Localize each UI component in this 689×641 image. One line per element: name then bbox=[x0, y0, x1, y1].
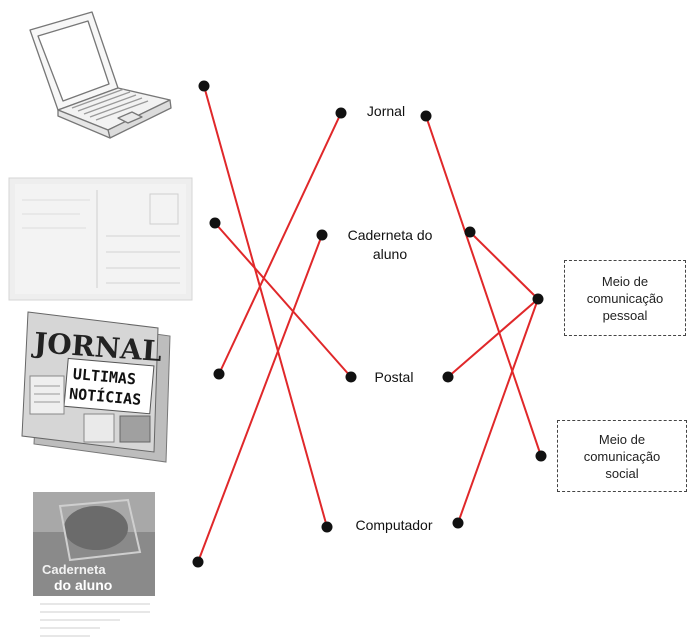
label-jornal: Jornal bbox=[366, 103, 406, 119]
newspaper-headline-1: ULTIMAS bbox=[72, 365, 137, 388]
booklet-title-1: Caderneta bbox=[42, 562, 106, 577]
dot-laptop bbox=[198, 80, 210, 92]
connector-laptop-computador bbox=[203, 85, 328, 528]
connector-jornal-social bbox=[425, 115, 542, 457]
dot-jornal-right bbox=[420, 110, 432, 122]
dot-computador-left bbox=[321, 521, 333, 533]
laptop-icon bbox=[29, 11, 172, 139]
connector-caderneta-pessoal bbox=[469, 231, 539, 300]
dot-postal-left bbox=[345, 371, 357, 383]
dot-computador-right bbox=[452, 517, 464, 529]
connector-lines bbox=[197, 85, 542, 563]
postcard-image bbox=[8, 177, 193, 301]
box-meio-social-text: Meio de comunicação social bbox=[583, 431, 661, 481]
dot-jornal-left bbox=[335, 107, 347, 119]
box-meio-pessoal-text: Meio de comunicação pessoal bbox=[586, 273, 664, 323]
dot-caderneta-right bbox=[464, 226, 476, 238]
booklet-image: Caderneta do aluno bbox=[33, 492, 155, 637]
connector-postcard-postal bbox=[214, 222, 352, 378]
newspaper-image: JORNAL ULTIMAS NOTÍCIAS bbox=[21, 311, 171, 463]
connector-postal-pessoal bbox=[447, 298, 539, 378]
dot-pessoal bbox=[532, 293, 544, 305]
connector-computador-pessoal bbox=[457, 298, 539, 524]
dot-booklet bbox=[192, 556, 204, 568]
connector-booklet-caderneta bbox=[197, 234, 323, 563]
connector-newspaper-jornal bbox=[218, 112, 342, 375]
dot-postal-right bbox=[442, 371, 454, 383]
label-computador: Computador bbox=[355, 517, 433, 533]
dot-caderneta-left bbox=[316, 229, 328, 241]
dot-newspaper bbox=[213, 368, 225, 380]
box-meio-social: Meio de comunicação social bbox=[557, 420, 687, 492]
label-caderneta: Caderneta do aluno bbox=[347, 227, 433, 262]
dot-postcard bbox=[209, 217, 221, 229]
booklet-title-2: do aluno bbox=[54, 577, 112, 593]
dot-social bbox=[535, 450, 547, 462]
connection-dots bbox=[192, 80, 547, 568]
label-postal: Postal bbox=[374, 369, 414, 385]
box-meio-pessoal: Meio de comunicação pessoal bbox=[564, 260, 686, 336]
